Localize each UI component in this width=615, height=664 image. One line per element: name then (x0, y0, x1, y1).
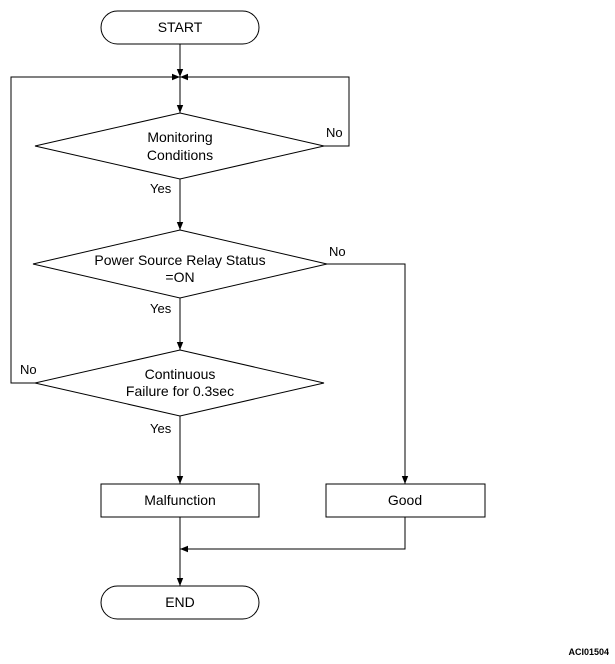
connector-monitoring-no (180, 73, 350, 147)
monitoring-label-line1: Monitoring (147, 129, 212, 145)
continuous-no-label: No (20, 362, 37, 377)
monitoring-label-line2: Conditions (147, 147, 213, 163)
end-terminal (100, 585, 260, 620)
start-label: START (158, 19, 203, 35)
malfunction-label: Malfunction (144, 492, 216, 508)
connector-relay-no (327, 263, 409, 484)
relay-label-line1: Power Source Relay Status (94, 252, 265, 268)
relay-no-label: No (329, 244, 346, 259)
connector-continuous-no (10, 73, 180, 384)
relay-label-line2: =ON (165, 269, 194, 285)
monitoring-yes-label: Yes (150, 181, 172, 196)
good-label: Good (388, 492, 422, 508)
figure-code: ACI01504 (568, 647, 609, 657)
end-label: END (165, 594, 195, 610)
good-box (325, 483, 486, 518)
monitoring-no-label: No (326, 125, 343, 140)
malfunction-box (100, 483, 260, 518)
continuous-yes-label: Yes (150, 421, 172, 436)
continuous-label-line1: Continuous (145, 366, 216, 382)
monitoring-conditions-decision (34, 112, 325, 180)
relay-yes-label: Yes (150, 301, 172, 316)
connector-good-join (180, 517, 406, 553)
continuous-label-line2: Failure for 0.3sec (126, 383, 234, 399)
